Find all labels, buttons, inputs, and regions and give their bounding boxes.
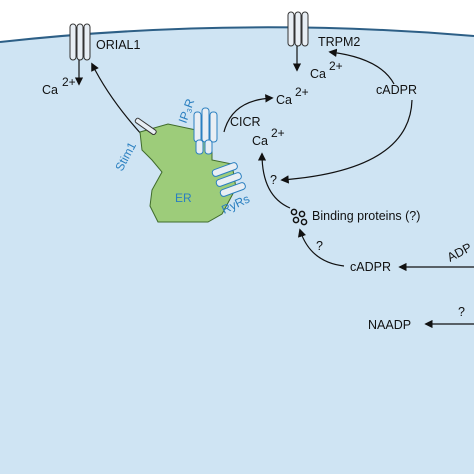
orial1-channel-icon bbox=[69, 23, 91, 61]
naadp-label: NAADP bbox=[368, 318, 411, 332]
cadpr-top-label: cADPR bbox=[376, 83, 417, 97]
orial1-label: ORIAL1 bbox=[96, 38, 141, 52]
cadpr-to-binding-arrow bbox=[297, 228, 345, 267]
cytoplasm bbox=[0, 27, 474, 474]
plasma-membrane bbox=[0, 26, 474, 43]
ca-top-charge: 2+ bbox=[295, 85, 309, 99]
ip3r-receptor-icon bbox=[193, 107, 218, 155]
cadpr-to-trpm2-arrow bbox=[328, 48, 395, 85]
ip3r-release-arrow bbox=[223, 94, 274, 133]
trpm2-channel-icon bbox=[287, 11, 309, 47]
cadpr-bottom-label: cADPR bbox=[350, 260, 391, 274]
binding-proteins-label: Binding proteins (?) bbox=[312, 209, 420, 223]
question-mark-3: ? bbox=[458, 305, 465, 319]
question-mark-1: ? bbox=[270, 173, 277, 187]
ca-left-label: Ca bbox=[42, 83, 58, 97]
stim1-rod-icon bbox=[134, 117, 157, 136]
trpm2-label: TRPM2 bbox=[318, 35, 360, 49]
ca-trpm2-label: Ca bbox=[310, 67, 326, 81]
binding-to-ca-arrow bbox=[257, 152, 291, 209]
stim1-to-orial1-arrow bbox=[91, 62, 144, 137]
cicr-label: CICR bbox=[230, 115, 261, 129]
ca-cicr-charge: 2+ bbox=[271, 126, 285, 140]
er-label: ER bbox=[175, 191, 192, 205]
binding-proteins-icon bbox=[290, 208, 308, 226]
ca-cicr-label: Ca bbox=[252, 134, 268, 148]
ca-top-label: Ca bbox=[276, 93, 292, 107]
ca-trpm2-charge: 2+ bbox=[329, 59, 343, 73]
ca-left-charge: 2+ bbox=[62, 75, 76, 89]
ryrs-receptor-icon bbox=[211, 162, 246, 197]
cadpr-to-ryrs-arrow bbox=[280, 99, 413, 184]
question-mark-2: ? bbox=[316, 239, 323, 253]
